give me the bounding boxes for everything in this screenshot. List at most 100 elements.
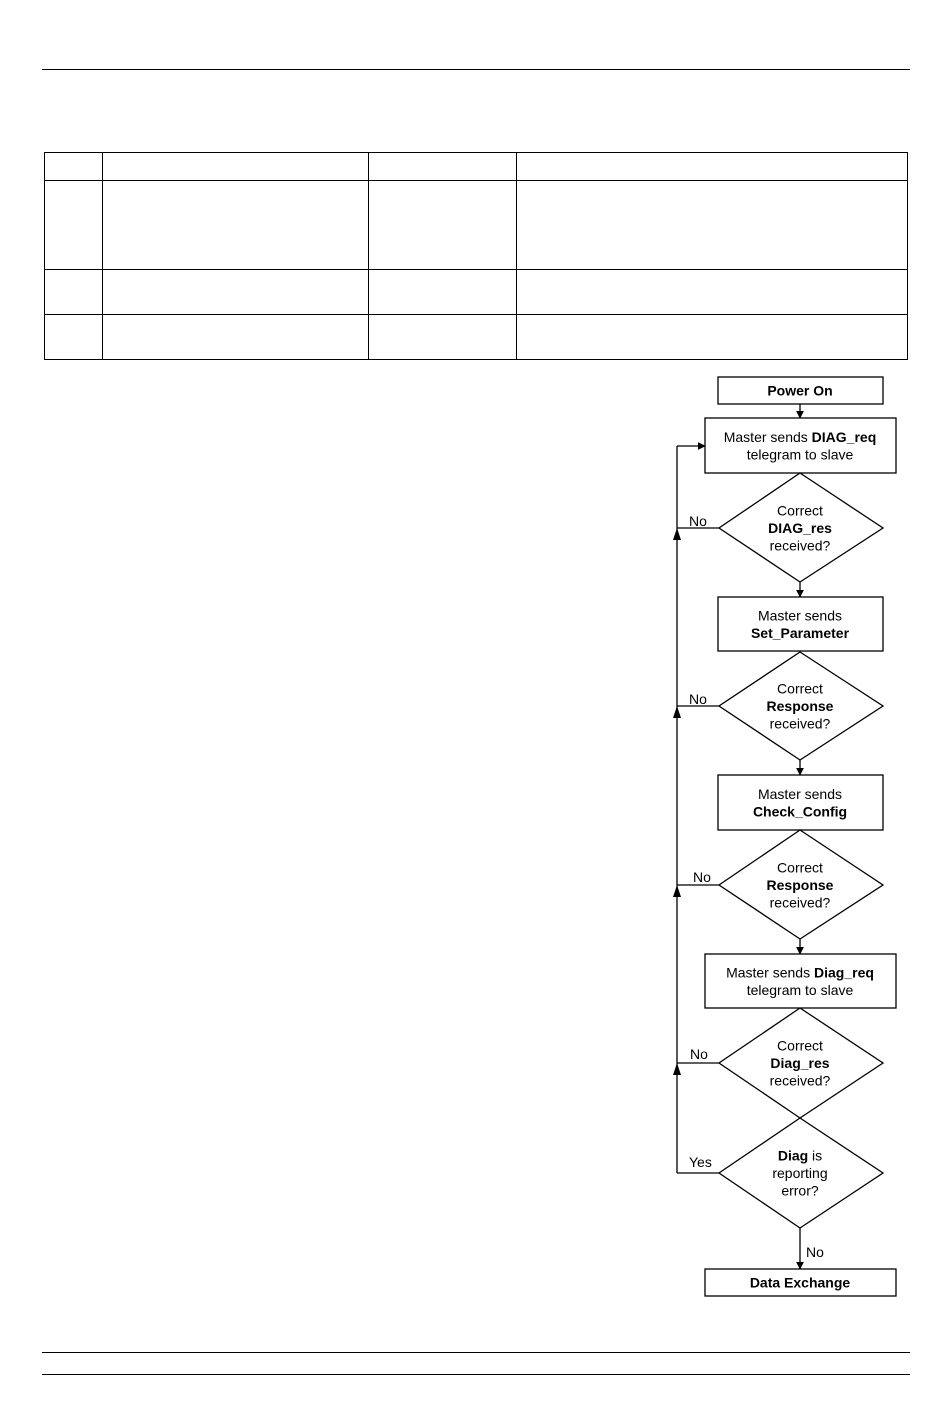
node-label-line: received?	[770, 1073, 831, 1089]
up-arrowhead-2	[673, 706, 681, 718]
node-label-segment: Correct	[777, 681, 823, 697]
node-label-segment: received?	[770, 538, 831, 554]
node-label-segment: telegram to slave	[747, 982, 854, 998]
node-power-on-shape	[717, 376, 884, 405]
header-rule	[42, 69, 910, 70]
node-label-line: Diag_res	[770, 1055, 829, 1071]
node-set-parameter-shape	[717, 596, 884, 652]
node-label-line: received?	[770, 538, 831, 554]
up-arrowhead-3	[673, 885, 681, 897]
footer-rule-2	[42, 1374, 910, 1375]
node-label-line: Correct	[777, 1038, 823, 1054]
node-label-segment: Response	[767, 698, 834, 714]
node-diag-req-2: Master sends Diag_req telegram to slave	[704, 953, 897, 1009]
table-cell	[516, 152, 908, 181]
node-label-segment: Correct	[777, 503, 823, 519]
table-row	[44, 152, 908, 181]
edge-label-no: No	[693, 869, 711, 885]
node-label-segment: received?	[770, 1073, 831, 1089]
edge-label-no: No	[690, 1046, 708, 1062]
node-label-segment: Data Exchange	[750, 1275, 851, 1291]
table-cell	[44, 269, 103, 315]
node-diag-req-2-label: Master sends Diag_req telegram to slave	[726, 964, 874, 998]
table-cell	[516, 314, 908, 360]
node-label-line: Power On	[767, 383, 832, 399]
node-label-segment: Master sends	[724, 429, 812, 445]
table-cell	[516, 180, 908, 270]
connectors	[673, 404, 804, 1270]
footer-rule-1	[42, 1352, 910, 1353]
node-label-line: Diag is	[778, 1148, 822, 1164]
node-label-segment: Master sends	[758, 607, 842, 623]
table-cell	[44, 314, 103, 360]
node-label-segment: Correct	[777, 860, 823, 876]
node-label-segment: Diag_req	[814, 964, 874, 980]
node-label-segment: received?	[770, 716, 831, 732]
node-label-segment: Master sends	[758, 786, 842, 802]
node-label-line: Correct	[777, 503, 823, 519]
table-cell	[516, 269, 908, 315]
decision-diag-error-shape	[717, 1117, 885, 1229]
node-label-line: error?	[781, 1183, 819, 1199]
node-label-line: reporting	[772, 1165, 827, 1181]
decision-response-2-shape	[717, 829, 885, 940]
node-label-segment: received?	[770, 895, 831, 911]
edge-label-yes: Yes	[689, 1154, 712, 1170]
node-label-line: Master sends DIAG_req	[724, 429, 877, 445]
node-label-line: Set_Parameter	[751, 625, 850, 641]
node-diag-req-1-shape	[704, 417, 897, 474]
node-label-line: Master sends Diag_req	[726, 964, 874, 980]
table-cell	[368, 314, 517, 360]
table-cell	[368, 269, 517, 315]
node-label-line: Response	[767, 698, 834, 714]
empty-table	[44, 152, 908, 360]
node-data-exchange-label: Data Exchange	[750, 1275, 851, 1291]
node-label-line: DIAG_res	[768, 520, 832, 536]
decision-response-1-shape	[717, 651, 885, 761]
node-label-line: Correct	[777, 860, 823, 876]
node-label-line: Correct	[777, 681, 823, 697]
node-label-segment: Check_Config	[753, 803, 847, 819]
node-label-segment: Correct	[777, 1038, 823, 1054]
node-label-line: received?	[770, 716, 831, 732]
decision-diag-res-1-shape	[717, 472, 885, 583]
node-label-segment: telegram to slave	[747, 446, 854, 462]
node-check-config-shape	[717, 774, 884, 831]
node-label-segment: Set_Parameter	[751, 625, 850, 641]
node-label-line: Response	[767, 877, 834, 893]
node-diag-req-2-shape	[704, 953, 897, 1009]
edge-label-no: No	[806, 1244, 824, 1260]
node-label-segment: DIAG_req	[812, 429, 877, 445]
node-data-exchange: Data Exchange	[704, 1268, 897, 1297]
table-row	[44, 269, 908, 315]
node-label-segment: error?	[781, 1183, 819, 1199]
node-power-on-label: Power On	[767, 383, 832, 399]
up-arrowhead-1	[673, 528, 681, 540]
node-label-line: Check_Config	[753, 803, 847, 819]
node-data-exchange-shape	[704, 1268, 897, 1297]
node-label-line: Master sends	[758, 607, 842, 623]
node-label-segment: DIAG_res	[768, 520, 832, 536]
node-label-segment: is	[808, 1148, 822, 1164]
edge-labels: No No No No Yes No	[689, 513, 824, 1260]
node-label-line: Master sends	[758, 786, 842, 802]
node-label-line: telegram to slave	[747, 982, 854, 998]
node-label-segment: Diag	[778, 1148, 808, 1164]
table-cell	[368, 180, 517, 270]
